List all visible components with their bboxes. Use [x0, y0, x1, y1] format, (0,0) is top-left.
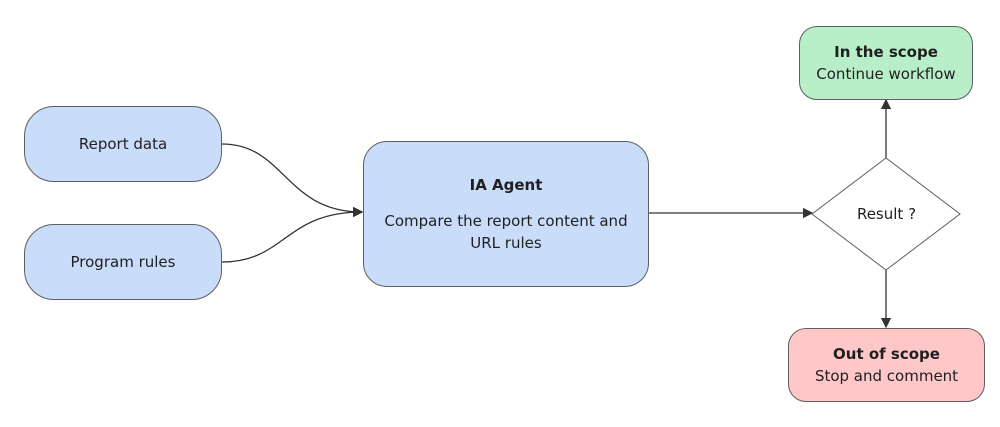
in-scope-subtitle: Continue workflow	[816, 65, 956, 83]
program-rules-node: Program rules	[24, 224, 222, 300]
in-scope-node: In the scope Continue workflow	[799, 26, 973, 100]
edge-report-data-to-agent	[221, 143, 364, 218]
report-data-label: Report data	[78, 135, 168, 153]
ia-agent-title: IA Agent	[469, 176, 543, 194]
edge-program-rules-to-agent	[221, 206, 364, 263]
report-data-node: Report data	[24, 106, 222, 182]
program-rules-label: Program rules	[70, 253, 176, 271]
in-scope-title: In the scope	[834, 43, 938, 61]
out-scope-title: Out of scope	[833, 345, 940, 363]
out-scope-subtitle: Stop and comment	[814, 367, 959, 385]
ia-agent-node: IA Agent Compare the report content and …	[363, 141, 649, 287]
decision-label: Result ?	[856, 205, 917, 223]
ia-agent-description: Compare the report content and URL rules	[384, 212, 628, 252]
out-scope-node: Out of scope Stop and comment	[788, 328, 985, 402]
